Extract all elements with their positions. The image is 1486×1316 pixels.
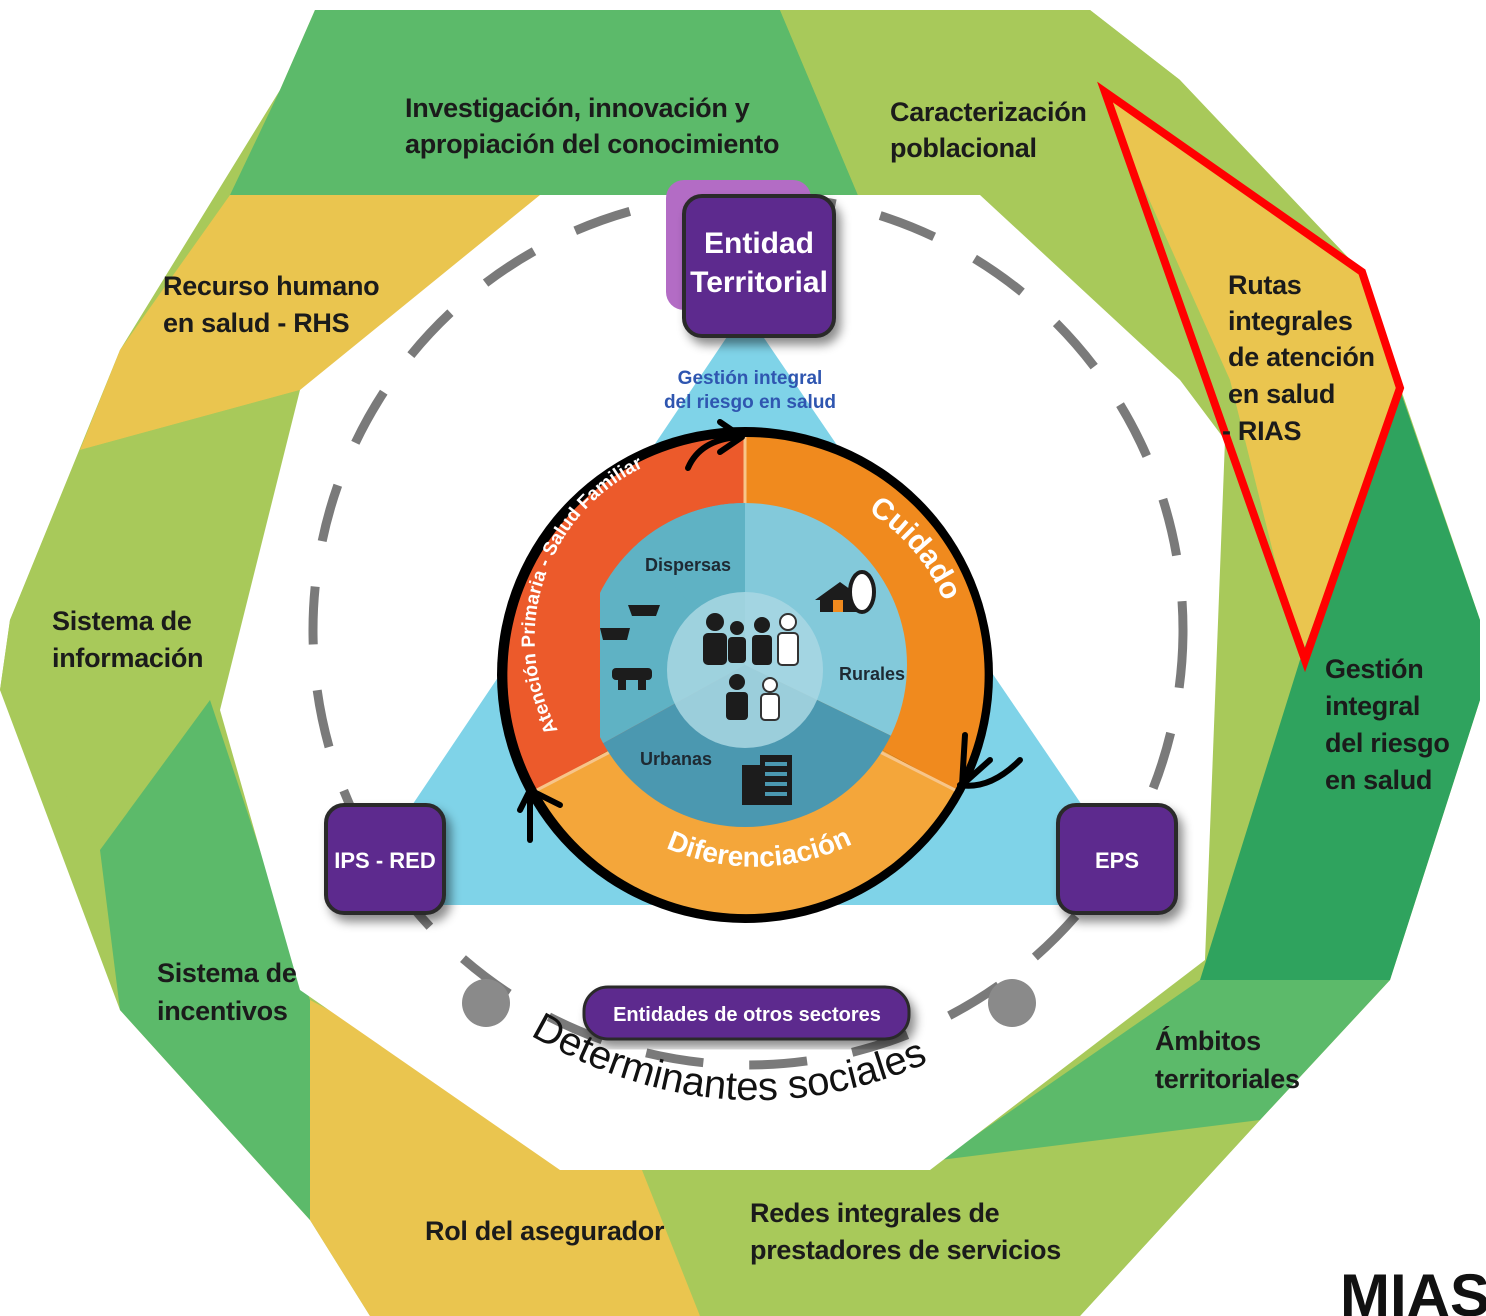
label-redes-2: prestadores de servicios [750, 1235, 1061, 1265]
band-gestion-darkgreen [1200, 390, 1480, 980]
label-rhs-1: Recurso humano [163, 271, 379, 301]
zone-urbanas-label: Urbanas [640, 749, 712, 769]
band-ambitos-green [940, 980, 1390, 1160]
arrowhead-left [517, 787, 563, 813]
label-incentivos-1: Sistema de [157, 958, 297, 988]
label-informacion-2: información [52, 643, 203, 673]
band-rhs-yellow [80, 195, 560, 450]
triangle-gestion-line2: del riesgo en salud [664, 392, 836, 413]
label-rias-4: en salud [1228, 379, 1335, 409]
label-rol: Rol del asegurador [425, 1216, 665, 1246]
label-rias-5: - RIAS [1222, 416, 1301, 446]
entidad-territorial-line1: Entidad [704, 227, 814, 260]
arrowhead-top [717, 419, 745, 455]
arrowhead-right [959, 732, 993, 788]
building-icon [742, 755, 792, 805]
label-investigacion-1: Investigación, innovación y [405, 93, 750, 123]
flow-arrows [517, 419, 1023, 843]
label-caracterizacion-2: poblacional [890, 133, 1037, 163]
band-rol-yellow [310, 1000, 700, 1316]
band-top-green [230, 10, 860, 200]
divider-right [879, 750, 956, 792]
band-incentivos-green [100, 700, 320, 1220]
label-incentivos-2: incentivos [157, 996, 288, 1026]
ips-red-box: IPS - RED [324, 803, 446, 915]
label-ambitos-1: Ámbitos [1155, 1025, 1261, 1056]
label-rias-1: Rutas [1228, 270, 1302, 300]
label-gestion-3: del riesgo [1325, 728, 1450, 758]
label-ambitos-2: territoriales [1155, 1064, 1300, 1094]
label-rias-3: de atención [1228, 342, 1375, 372]
divider-left [536, 750, 611, 792]
eps-box: EPS [1056, 803, 1178, 915]
label-rias-2: integrales [1228, 306, 1353, 336]
entidad-territorial-box: Entidad Territorial [666, 180, 836, 338]
care-ring [497, 427, 993, 923]
left-dot [462, 979, 510, 1027]
eps-label: EPS [1095, 848, 1139, 873]
otros-sectores-label: Entidades de otros sectores [613, 1004, 881, 1026]
ips-red-label: IPS - RED [334, 848, 435, 873]
label-informacion-1: Sistema de [52, 606, 192, 636]
label-investigacion-2: apropiación del conocimiento [405, 129, 779, 159]
otros-sectores-box: Entidades de otros sectores [582, 985, 911, 1041]
mias-logo: MIAS [1340, 1262, 1486, 1316]
zone-rurales-label: Rurales [839, 664, 905, 684]
label-rhs-2: en salud - RHS [163, 308, 349, 338]
arrow-top [685, 434, 741, 471]
label-redes-1: Redes integrales de [750, 1198, 1000, 1228]
triangle-gestion-line1: Gestión integral [678, 368, 823, 389]
label-gestion-4: en salud [1325, 765, 1432, 795]
people-group-icon [703, 613, 799, 721]
house-icon [815, 570, 876, 614]
entidad-territorial-line2: Territorial [690, 266, 828, 299]
label-gestion-1: Gestión [1325, 654, 1423, 684]
shelter-icon [600, 605, 660, 690]
band-rias-yellow [1100, 90, 1400, 660]
center-circle [667, 592, 823, 748]
label-gestion-2: integral [1325, 691, 1420, 721]
label-caracterizacion-1: Caracterización [890, 97, 1087, 127]
rias-highlight-outline [1097, 81, 1405, 673]
zone-dispersas-label: Dispersas [645, 555, 731, 575]
band-info-green [0, 390, 300, 850]
band-top-right [780, 10, 1250, 380]
dashed-circle [308, 190, 1188, 1070]
outer-labels: Investigación, innovación y apropiación … [52, 93, 1450, 1265]
right-dot [988, 979, 1036, 1027]
